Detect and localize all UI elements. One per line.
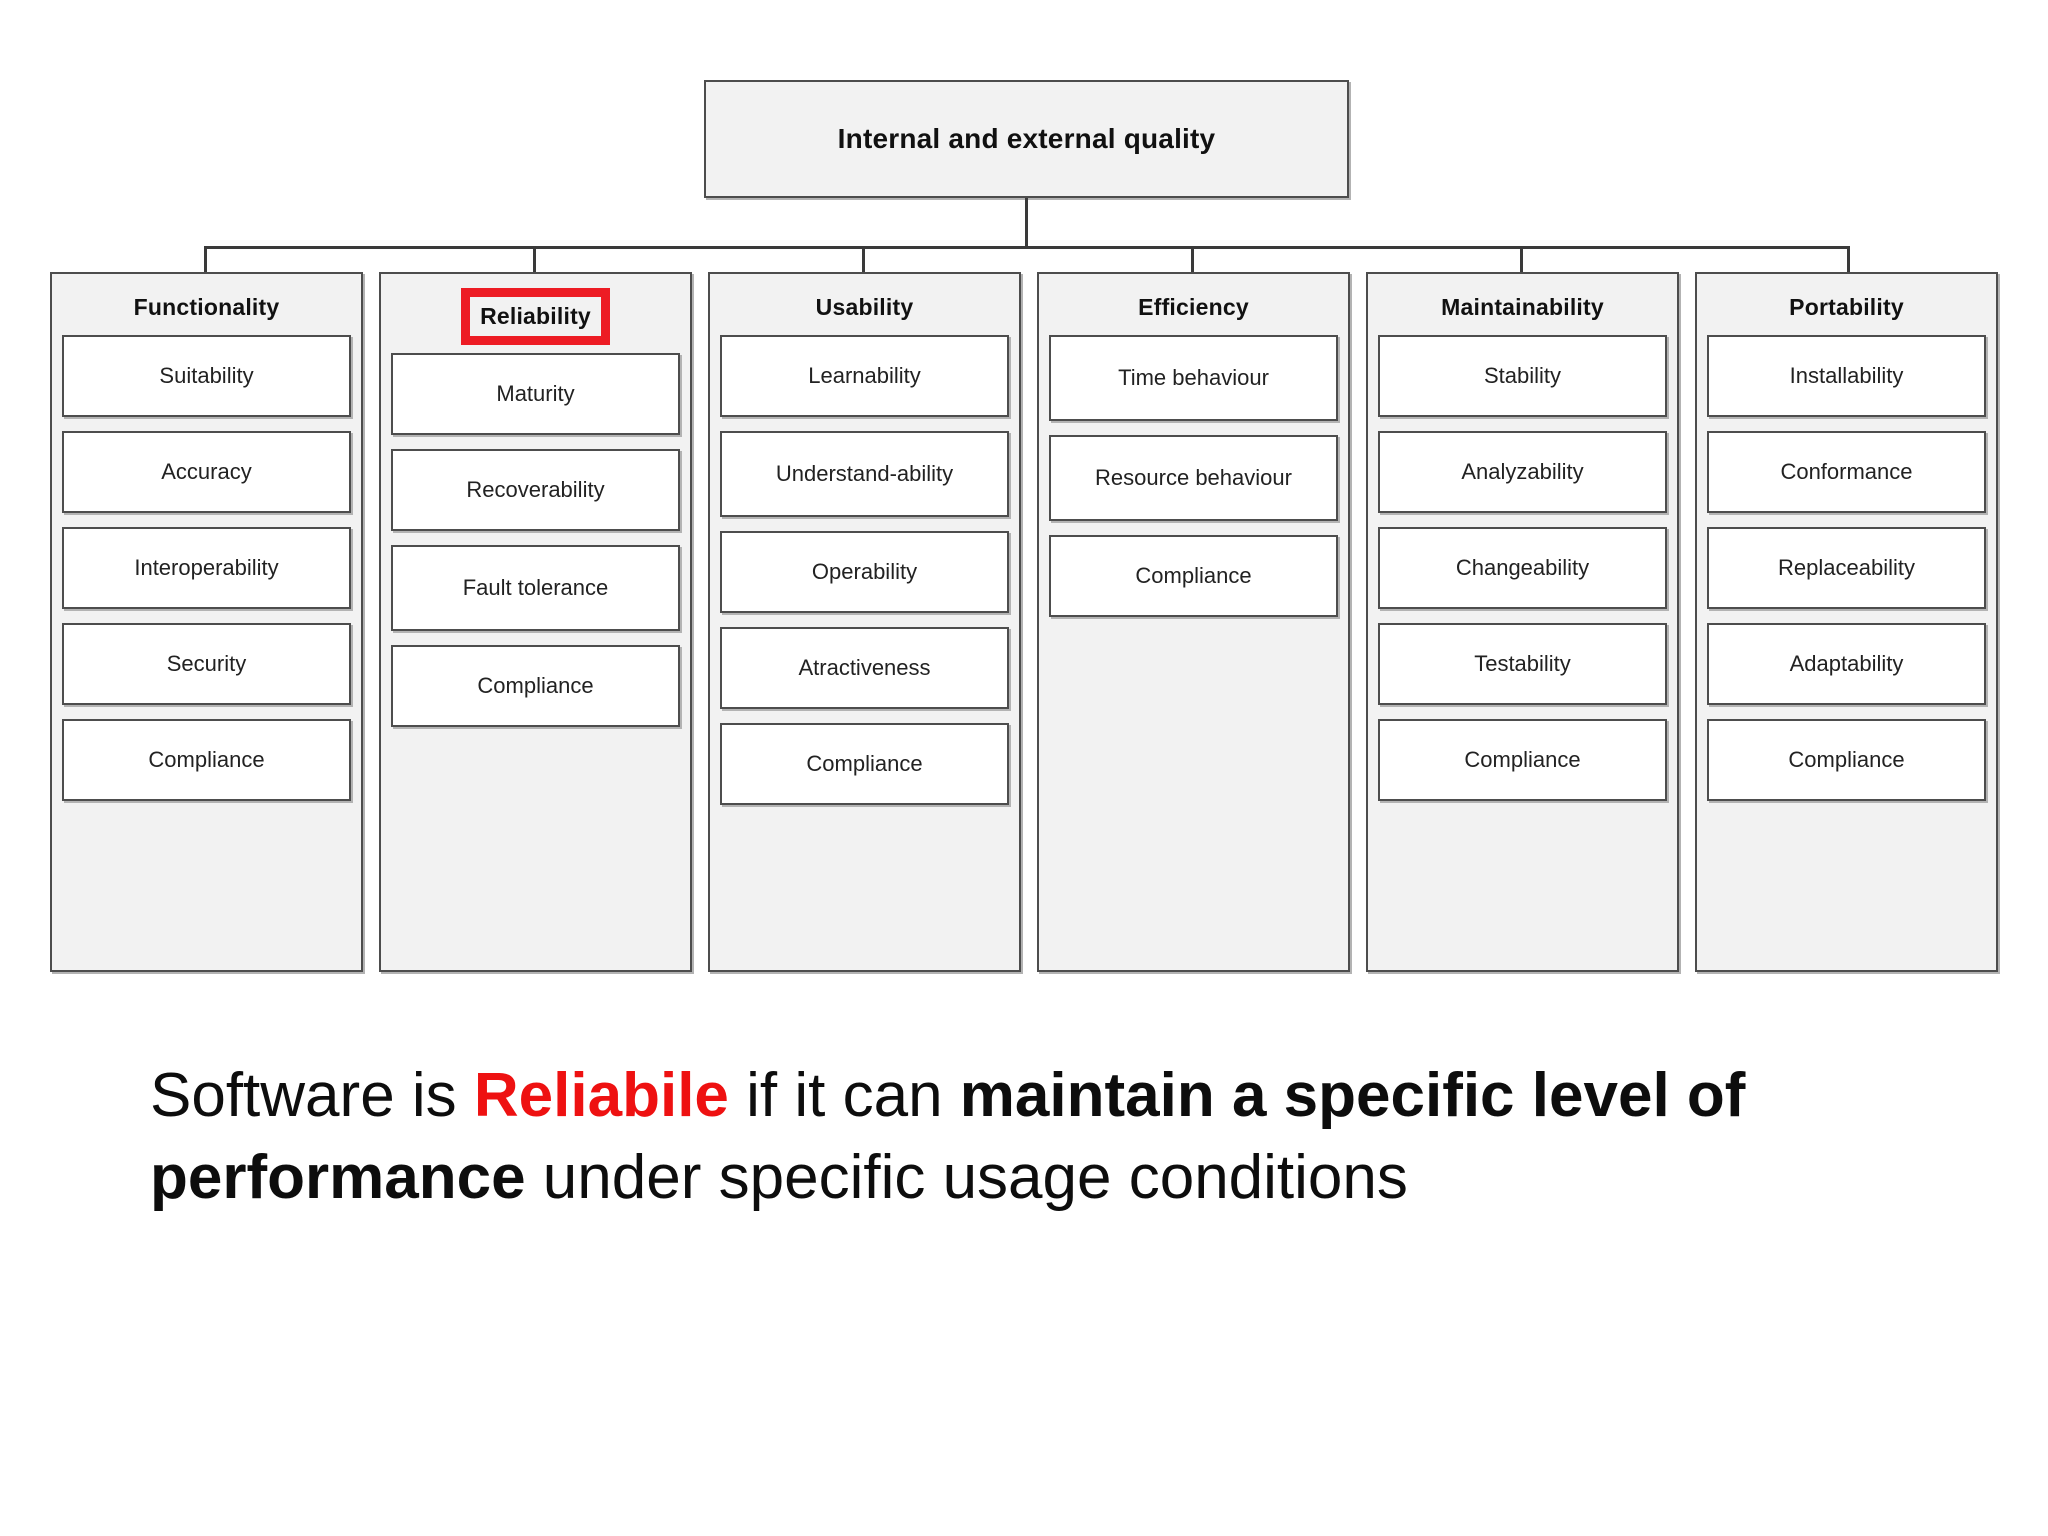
subcharacteristic-box[interactable]: Conformance — [1707, 431, 1986, 513]
category-title-usability: Usability — [815, 294, 914, 320]
category-functionality[interactable]: Functionality Suitability Accuracy Inter… — [50, 272, 363, 972]
subcharacteristic-box[interactable]: Analyzability — [1378, 431, 1667, 513]
subcharacteristic-box[interactable]: Compliance — [1049, 535, 1338, 617]
subcharacteristic-box[interactable]: Learnability — [720, 335, 1009, 417]
caption-part-1: Software is — [150, 1061, 474, 1130]
category-title-efficiency: Efficiency — [1138, 294, 1249, 320]
caption-emphasis-bold: maintain a specific level of performance — [150, 1061, 1746, 1213]
drop-connector-efficiency — [1191, 248, 1194, 276]
category-header-wrap-portability: Portability — [1707, 274, 1986, 335]
subcharacteristic-box[interactable]: Compliance — [62, 719, 351, 801]
subcharacteristic-box[interactable]: Testability — [1378, 623, 1667, 705]
drop-connector-maintainability — [1520, 248, 1523, 276]
subcharacteristic-box[interactable]: Adaptability — [1707, 623, 1986, 705]
subcharacteristic-box[interactable]: Accuracy — [62, 431, 351, 513]
subcharacteristic-box[interactable]: Security — [62, 623, 351, 705]
subcharacteristic-box[interactable]: Replaceability — [1707, 527, 1986, 609]
subcharacteristic-box[interactable]: Understand-ability — [720, 431, 1009, 517]
subcharacteristic-box[interactable]: Time behaviour — [1049, 335, 1338, 421]
root-node[interactable]: Internal and external quality — [704, 80, 1349, 198]
drop-connector-usability — [862, 248, 865, 276]
category-title-functionality: Functionality — [133, 294, 280, 320]
quality-model-diagram: Internal and external quality Functional… — [0, 80, 2048, 972]
subcharacteristic-box[interactable]: Resource behaviour — [1049, 435, 1338, 521]
category-maintainability[interactable]: Maintainability Stability Analyzability … — [1366, 272, 1679, 972]
subcharacteristic-box[interactable]: Installability — [1707, 335, 1986, 417]
drop-connector-reliability — [533, 248, 536, 276]
subcharacteristic-box[interactable]: Compliance — [391, 645, 680, 727]
category-title-reliability: Reliability — [461, 288, 610, 345]
category-portability[interactable]: Portability Installability Conformance R… — [1695, 272, 1998, 972]
subcharacteristic-box[interactable]: Stability — [1378, 335, 1667, 417]
subcharacteristic-box[interactable]: Maturity — [391, 353, 680, 435]
drop-connector-portability — [1847, 248, 1850, 276]
category-efficiency[interactable]: Efficiency Time behaviour Resource behav… — [1037, 272, 1350, 972]
subcharacteristic-box[interactable]: Atractiveness — [720, 627, 1009, 709]
drop-connector-functionality — [204, 248, 207, 276]
caption-text: Software is Reliabile if it can maintain… — [150, 1055, 1870, 1220]
subcharacteristic-box[interactable]: Suitability — [62, 335, 351, 417]
subcharacteristic-box[interactable]: Recoverability — [391, 449, 680, 531]
category-title-maintainability: Maintainability — [1441, 294, 1604, 320]
category-usability[interactable]: Usability Learnability Understand-abilit… — [708, 272, 1021, 972]
category-header-wrap-functionality: Functionality — [62, 274, 351, 335]
category-reliability[interactable]: Reliability Maturity Recoverability Faul… — [379, 272, 692, 972]
category-header-wrap-maintainability: Maintainability — [1378, 274, 1667, 335]
subcharacteristic-box[interactable]: Compliance — [1707, 719, 1986, 801]
caption-part-2: if it can — [728, 1061, 960, 1130]
category-columns: Functionality Suitability Accuracy Inter… — [0, 272, 2048, 972]
caption-emphasis-red: Reliabile — [473, 1061, 729, 1130]
subcharacteristic-box[interactable]: Fault tolerance — [391, 545, 680, 631]
category-header-wrap-usability: Usability — [720, 274, 1009, 335]
category-header-wrap-reliability: Reliability — [391, 274, 680, 353]
subcharacteristic-box[interactable]: Operability — [720, 531, 1009, 613]
subcharacteristic-box[interactable]: Compliance — [1378, 719, 1667, 801]
horizontal-bus-connector — [204, 246, 1850, 249]
subcharacteristic-box[interactable]: Compliance — [720, 723, 1009, 805]
subcharacteristic-box[interactable]: Changeability — [1378, 527, 1667, 609]
root-node-label: Internal and external quality — [837, 123, 1216, 154]
category-title-portability: Portability — [1789, 294, 1904, 320]
category-header-wrap-efficiency: Efficiency — [1049, 274, 1338, 335]
subcharacteristic-box[interactable]: Interoperability — [62, 527, 351, 609]
caption-part-3: under specific usage conditions — [525, 1143, 1408, 1213]
root-vertical-connector — [1025, 198, 1028, 248]
